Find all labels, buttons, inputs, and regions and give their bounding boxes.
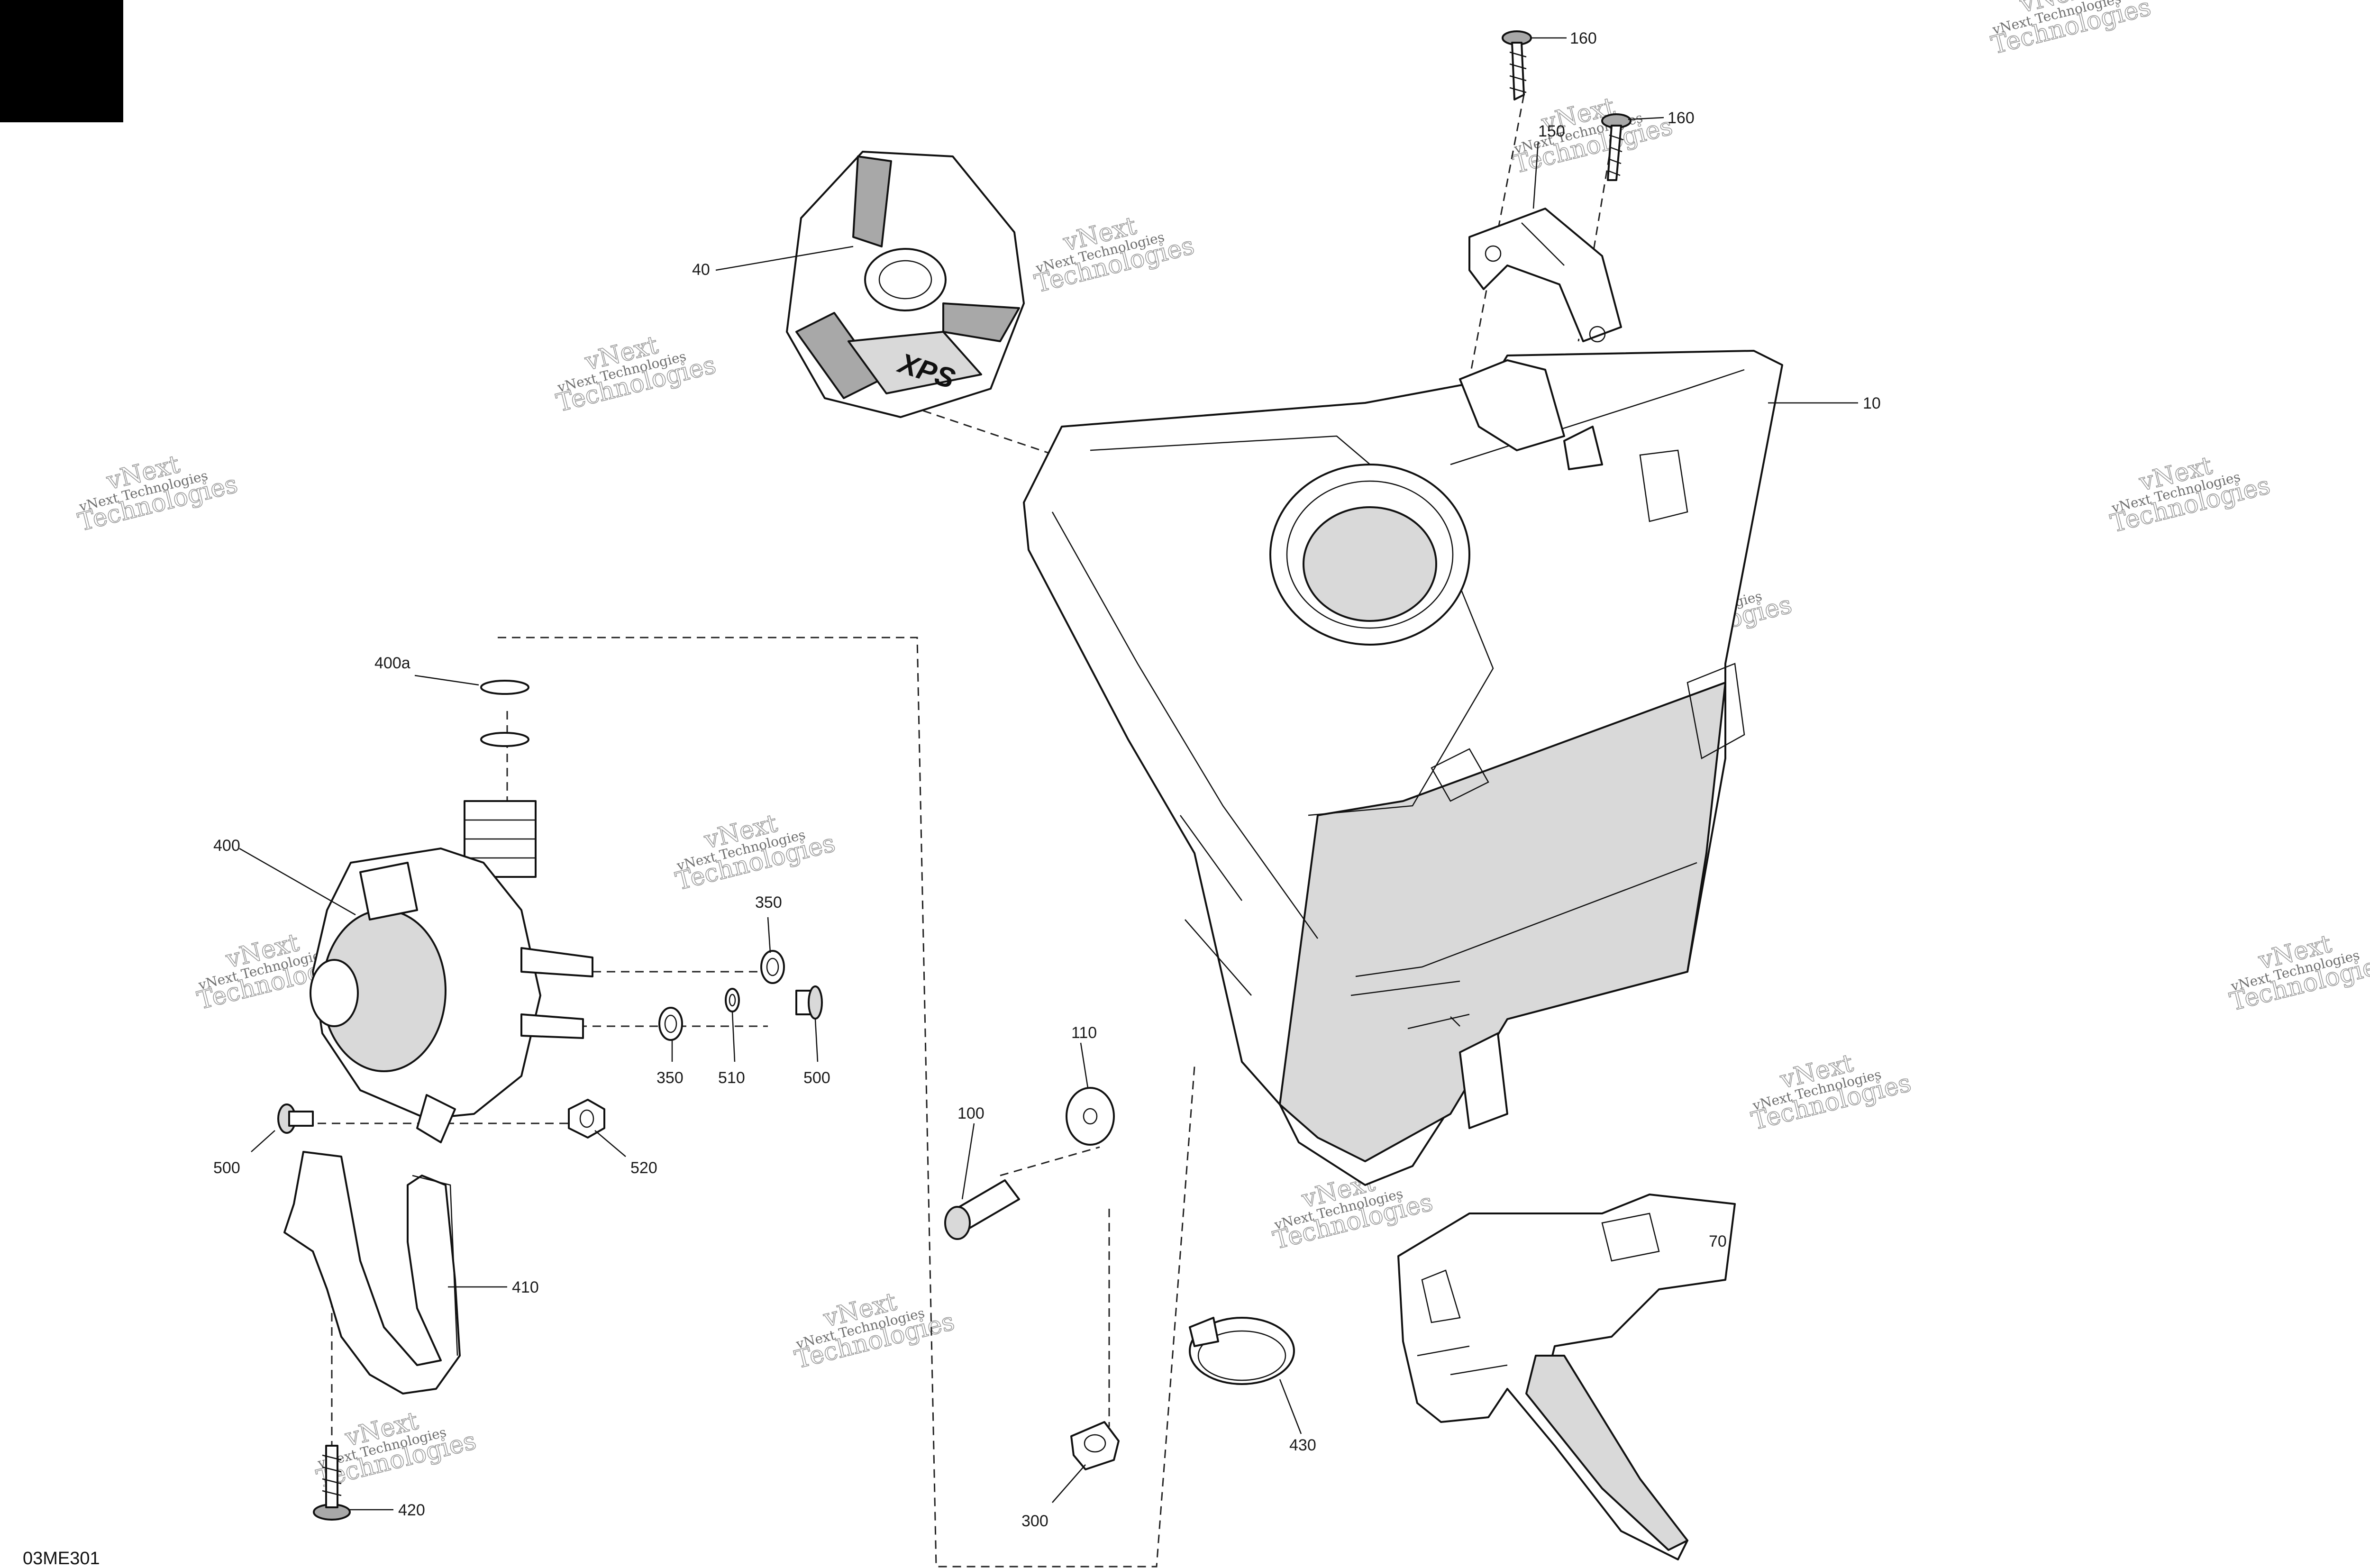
bolt-160-right (1601, 113, 1632, 181)
callout-10: 10 (1863, 394, 1881, 412)
watermark: vNext Technologies vNext Technologies (2107, 451, 2273, 538)
callout-400a: 400a (374, 654, 410, 672)
oil-pump (310, 680, 593, 1143)
watermark: vNext Technologies vNext Technologies (75, 450, 241, 538)
screw-500-left (277, 1103, 314, 1134)
washer-510 (725, 988, 740, 1012)
clamp-350-top (760, 950, 785, 984)
callout-420: 420 (398, 1501, 425, 1519)
callout-160-right: 160 (1668, 109, 1695, 127)
callout-100: 100 (957, 1104, 984, 1122)
filler-cap: XPS (786, 151, 1025, 418)
callout-300: 300 (1021, 1512, 1048, 1530)
callout-150: 150 (1538, 122, 1565, 140)
watermark: vNext Technologies vNext Technologies (673, 809, 839, 896)
clamp-430 (1189, 1317, 1295, 1385)
mount-bracket (1468, 208, 1622, 343)
bolt-100 (944, 1179, 1020, 1240)
diagram-code: 03ME301 (23, 1549, 100, 1568)
bolt-160-top (1502, 30, 1532, 100)
callout-500-left: 500 (213, 1159, 240, 1177)
callout-510: 510 (718, 1069, 745, 1087)
callout-110: 110 (1071, 1024, 1097, 1042)
callout-430: 430 (1289, 1436, 1316, 1454)
clamp-350-bottom (658, 1007, 683, 1041)
nut-520 (568, 1099, 605, 1139)
watermark: vNext Technologies vNext Technologies (553, 330, 719, 418)
callout-160-top: 160 (1570, 29, 1597, 47)
washer-110 (1066, 1087, 1115, 1146)
watermark: vNext Technologies vNext Technologies (1988, 0, 2154, 60)
strap-410 (283, 1151, 461, 1395)
screw-500-right (795, 985, 823, 1020)
callout-40: 40 (692, 261, 710, 279)
watermark: vNext Technologies vNext Technologies (1031, 211, 1197, 299)
watermark: vNext Technologies vNext Technologies (1510, 92, 1676, 180)
watermark: vNext Technologies vNext Technologies (1748, 1048, 1914, 1136)
corner-tab (0, 0, 123, 122)
callout-350-top: 350 (755, 893, 782, 912)
callout-520: 520 (630, 1159, 657, 1177)
callout-70: 70 (1709, 1232, 1727, 1250)
screw-420 (313, 1445, 351, 1521)
callout-500-right: 500 (803, 1069, 830, 1087)
callout-410: 410 (512, 1278, 539, 1296)
callout-labels: 10 40 70 100 110 150 160 160 300 350 350… (213, 29, 1881, 1530)
callout-350-bottom: 350 (656, 1069, 684, 1087)
fitting-300 (1070, 1421, 1120, 1470)
oil-tank (1023, 350, 1783, 1186)
watermark: vNext Technologies vNext Technologies (2227, 930, 2370, 1017)
support-bracket-70 (1397, 1194, 1736, 1560)
leader-lines (239, 37, 1858, 1511)
callout-400: 400 (213, 837, 240, 855)
